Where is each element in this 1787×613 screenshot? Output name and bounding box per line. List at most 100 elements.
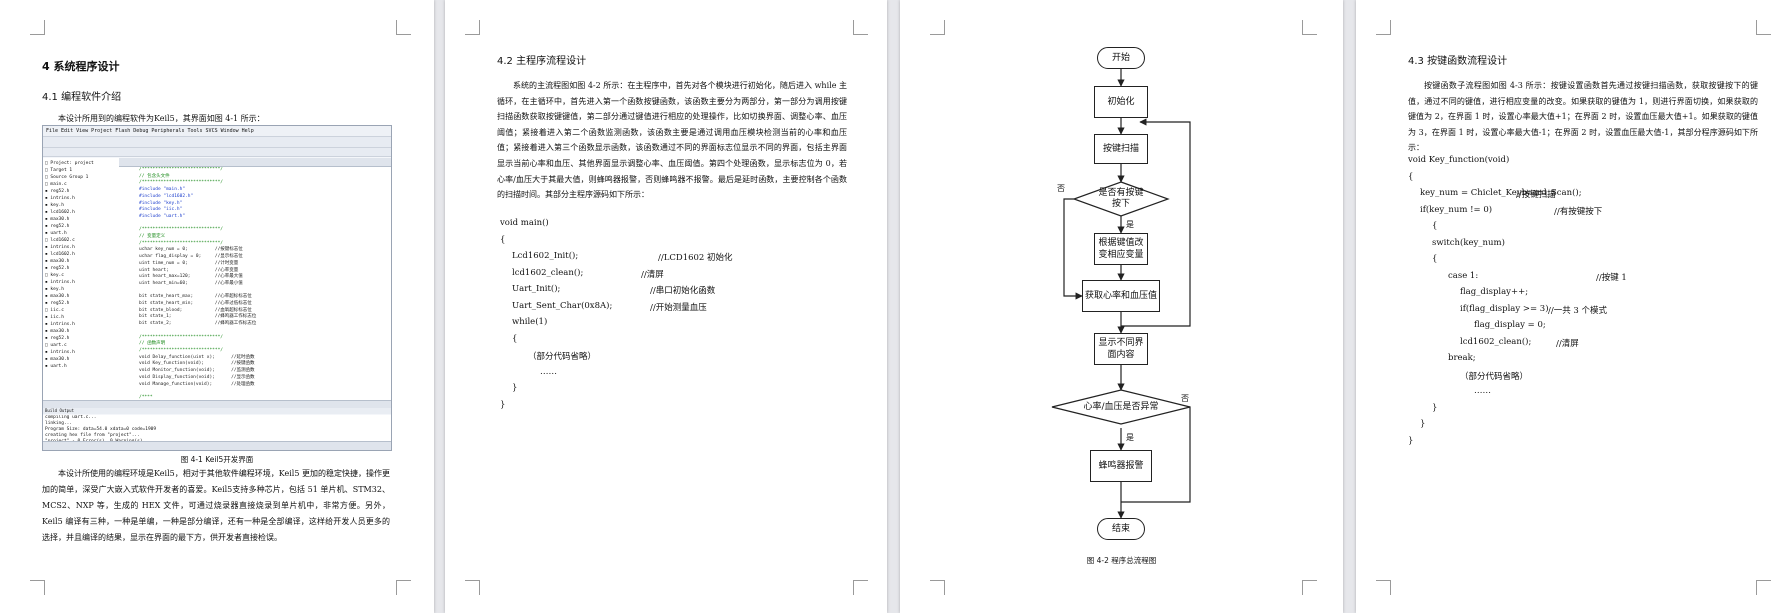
code-line: { (512, 333, 518, 344)
code-comment: //LCD1602 初始化 (658, 253, 733, 263)
code-line: } (512, 383, 518, 393)
ide-tree-item[interactable]: ▪ intrins.h (45, 322, 75, 327)
margin-mark (465, 20, 480, 35)
chapter-title: 4 系统程序设计 (42, 60, 120, 73)
ide-tree-item[interactable]: ▪ key.h (45, 203, 64, 208)
ide-tree-item[interactable]: ▪ reg52.h (45, 336, 70, 341)
code-comment: //开始测量血压 (650, 302, 707, 313)
flow-label-yes: 是 (1126, 220, 1134, 229)
ide-code-line: /*****************************/ (139, 240, 223, 246)
ide-code-line: // 函数声明 (139, 341, 166, 347)
ide-tree-item[interactable]: □ Target 1 (45, 168, 73, 173)
flow-end: 结束 (1097, 518, 1145, 540)
ide-code-line: bit state_heart_min; //心率过低标志位 (139, 301, 252, 307)
ide-code-line: #include "main.h" (139, 187, 186, 193)
code-line: if(key_num != 0) (1420, 204, 1493, 215)
ide-tree-item[interactable]: □ main.c (45, 182, 67, 187)
margin-mark (1302, 580, 1317, 595)
ide-tree-item[interactable]: □ Source Group 1 (45, 175, 89, 180)
code-line: { (1432, 221, 1438, 231)
code-line: if(flag_display >= 3) (1460, 303, 1549, 314)
ide-tree-item[interactable]: ▪ reg52.h (45, 266, 70, 271)
ide-tree-item[interactable]: ▪ intrins.h (45, 245, 75, 250)
code-line: flag_display++; (1460, 287, 1529, 297)
code-line: while(1) (512, 317, 548, 327)
ide-file-tabs (119, 158, 391, 167)
ide-tree-item[interactable]: ▪ intrins.h (45, 350, 75, 355)
ide-tree-item[interactable]: □ Project: project (45, 161, 94, 166)
ide-tree-item[interactable]: ▪ lcd1602.h (45, 210, 75, 215)
ide-code-line: uint heart_min=60; //心率最小值 (139, 280, 243, 286)
ide-code-line: bit state_1; //蜂鸣器工作标志位 (139, 314, 257, 320)
ide-project-tree: □ Project: project □ Target 1 □ Source G… (43, 158, 122, 404)
ide-tree-item[interactable]: ▪ reg52.h (45, 224, 70, 229)
ide-tree-item[interactable]: ▪ uart.h (45, 364, 67, 369)
ide-code-line: // 变量定义 (139, 234, 166, 240)
ide-tree-item[interactable]: □ key.c (45, 273, 64, 278)
ide-code-line: /*****************************/ (139, 334, 223, 340)
ide-tree-item[interactable]: □ lcd1602.c (45, 238, 75, 243)
ide-build-output: compiling uart.c...linking...Program Siz… (43, 415, 391, 442)
ide-code-editor: /*****************************/// 包含头文件/… (119, 167, 391, 400)
ide-code-line (139, 388, 391, 395)
code-line: void main() (500, 218, 549, 228)
code-line: switch(key_num) (1432, 237, 1505, 248)
document-page-3: 开始 初始化 按键扫描 是否有按键按下 根据键值改变相应变量 获取心率和血压值 … (900, 0, 1343, 613)
ide-tree-item[interactable]: ▪ max30.h (45, 294, 70, 299)
ide-tree-item[interactable]: ▪ key.h (45, 287, 64, 292)
code-line: } (1420, 419, 1426, 429)
document-page-4: 4.3 按键函数流程设计 按键函数子流程图如图 4-3 所示：按键设置函数首先通… (1356, 0, 1787, 613)
margin-mark (930, 580, 945, 595)
code-comment: //有按键按下 (1554, 206, 1603, 217)
ide-code-line (139, 328, 391, 335)
ide-tree-item[interactable]: ▪ reg52.h (45, 189, 70, 194)
decision-diamond-1 (1072, 181, 1170, 217)
flow-label-no: 否 (1057, 184, 1065, 193)
document-page-2: 4.2 主程序流程设计 系统的主流程图如图 4-2 所示：在主程序中，首先对各个… (445, 0, 887, 613)
flowchart-connectors (1051, 69, 1191, 519)
ide-build-title: Build Output (43, 408, 391, 414)
ide-tree-item[interactable]: □ iic.c (45, 308, 64, 313)
code-comment: //清屏 (641, 269, 664, 280)
ide-toolbar (43, 137, 391, 148)
figure-caption: 图 4-2 程序总流程图 (1086, 556, 1157, 565)
ide-tree-item[interactable]: ▪ intrins.h (45, 196, 75, 201)
margin-mark (1376, 20, 1391, 35)
ide-tree-item[interactable]: ▪ max30.h (45, 329, 70, 334)
ide-code-line: uchar key_num = 0; //按键标志位 (139, 247, 243, 253)
ide-code-line: #include "iic.h" (139, 207, 183, 213)
code-line: void Key_function(void) (1408, 155, 1510, 165)
code-line: （部分代码省略） (1460, 371, 1529, 382)
margin-mark (1756, 20, 1771, 35)
ide-tree-item[interactable]: ▪ max30.h (45, 357, 70, 362)
section-title: 4.3 按键函数流程设计 (1408, 56, 1508, 67)
ide-code-line: uint heart; //心率变量 (139, 267, 239, 273)
ide-tree-item[interactable]: ▪ lcd1602.h (45, 252, 75, 257)
section-title: 4.2 主程序流程设计 (497, 56, 587, 67)
ide-tree-item[interactable]: ▪ max30.h (45, 217, 70, 222)
code-comment: //串口初始化函数 (650, 286, 716, 296)
margin-mark (853, 20, 868, 35)
code-line: key_num = Chiclet_Keyboard_Scan(); (1420, 188, 1582, 198)
flow-decision-abnormal: 心率/血压是否异常 (1083, 402, 1159, 412)
ide-tree-item[interactable]: ▪ iic.h (45, 315, 64, 320)
ide-code-line: #include "lcd1602.h" (139, 193, 194, 199)
code-comment: //一共 3 个模式 (1548, 305, 1608, 316)
code-line: …… (1474, 386, 1491, 396)
ide-tree-item[interactable]: ▪ intrins.h (45, 280, 75, 285)
figure-caption: 图 4-1 Keil5开发界面 (180, 455, 254, 464)
code-line: } (500, 399, 506, 410)
flow-label-yes: 是 (1126, 433, 1134, 442)
ide-tree-item[interactable]: ▪ uart.h (45, 231, 67, 236)
ide-tree-item[interactable]: ▪ max30.h (45, 259, 70, 264)
ide-tree-item[interactable]: ▪ reg52.h (45, 301, 70, 306)
ide-toolbar-secondary (43, 148, 391, 157)
code-line: { (1408, 171, 1414, 182)
ide-code-line: void Key_function(void); //按键函数 (139, 361, 255, 367)
ide-tree-item[interactable]: □ uart.c (45, 343, 67, 348)
ide-code-line: uint time_num = 0; //计时变量 (139, 260, 239, 266)
ide-build-line: compiling uart.c... (45, 415, 97, 420)
margin-mark (30, 580, 45, 595)
code-line: case 1: (1448, 270, 1479, 281)
body-paragraph: 本设计所使用的编程环境是Keil5，相对于其他软件编程环境，Keil5 更加的稳… (42, 469, 390, 542)
